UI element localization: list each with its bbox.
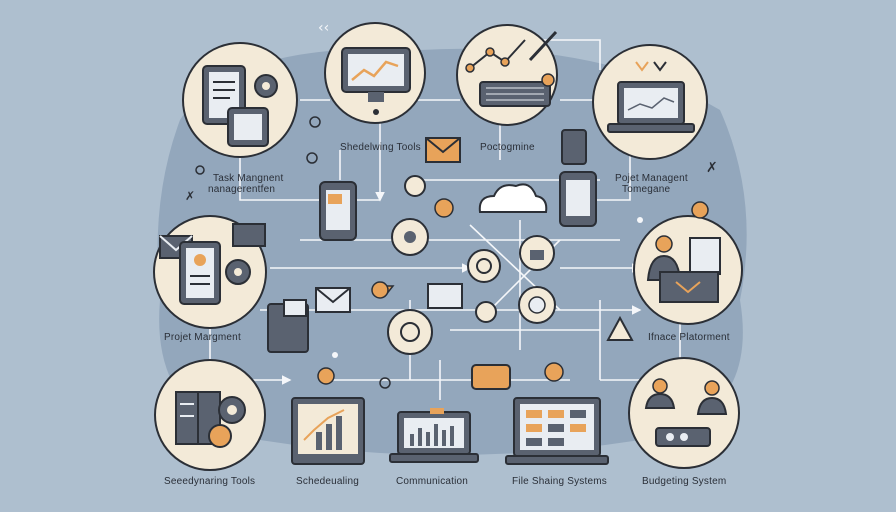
node-interface-platform: [633, 215, 743, 325]
presentation-board-icon: [291, 397, 365, 465]
node-seeedynaring-tools: [154, 359, 266, 471]
label-task-management: Task Mangnent: [213, 173, 284, 184]
node-poctogmine: [456, 24, 558, 126]
node-budgeting-system: [628, 357, 740, 469]
businessman-documents-icon: [646, 235, 721, 303]
node-project-management-right: [592, 44, 708, 160]
label-project-management-left: Projet Margment: [164, 332, 241, 343]
label-scheduling: Schedeualing: [296, 476, 360, 487]
team-workflow-icon: [644, 378, 728, 447]
laptop-icon: [607, 61, 695, 133]
label-project-management-right: Pojet Managent: [615, 173, 688, 184]
label-seeedynaring-tools: Seeedynaring Tools: [164, 476, 256, 487]
label-poctogmine: Poctogmine: [480, 142, 535, 153]
keyboard-graph-icon: [465, 30, 558, 107]
decor-marks: ‹‹ ✗ ✗: [185, 20, 718, 389]
laptop-file-grid-icon: [505, 397, 609, 465]
monitor-chart-icon: [341, 47, 411, 115]
svg-text:✗: ✗: [706, 160, 718, 176]
device-icons: [232, 129, 709, 390]
label-task-management-sub: nanagerentfen: [208, 184, 276, 195]
label-scheduling-tools-top: Shedelwing Tools: [340, 142, 421, 153]
label-project-management-right-sub: Tomegane: [622, 184, 671, 195]
label-interface-platform: Ifnace Platorment: [648, 332, 730, 343]
svg-text:‹‹: ‹‹: [318, 20, 329, 36]
label-file-sharing: File Shaing Systems: [512, 476, 607, 487]
laptop-bar-chart-icon: [389, 408, 479, 463]
label-budgeting-system: Budgeting System: [642, 476, 727, 487]
node-task-management: [182, 42, 298, 158]
node-scheduling-tools-top: [324, 22, 426, 124]
svg-text:✗: ✗: [185, 189, 195, 203]
server-gears-icon: [175, 391, 246, 448]
envelope-tablet-gear-icon: [159, 235, 251, 305]
cloud-network-icon: [387, 175, 556, 355]
clipboard-gear-icon: [202, 65, 278, 147]
label-communication: Communication: [396, 476, 469, 487]
